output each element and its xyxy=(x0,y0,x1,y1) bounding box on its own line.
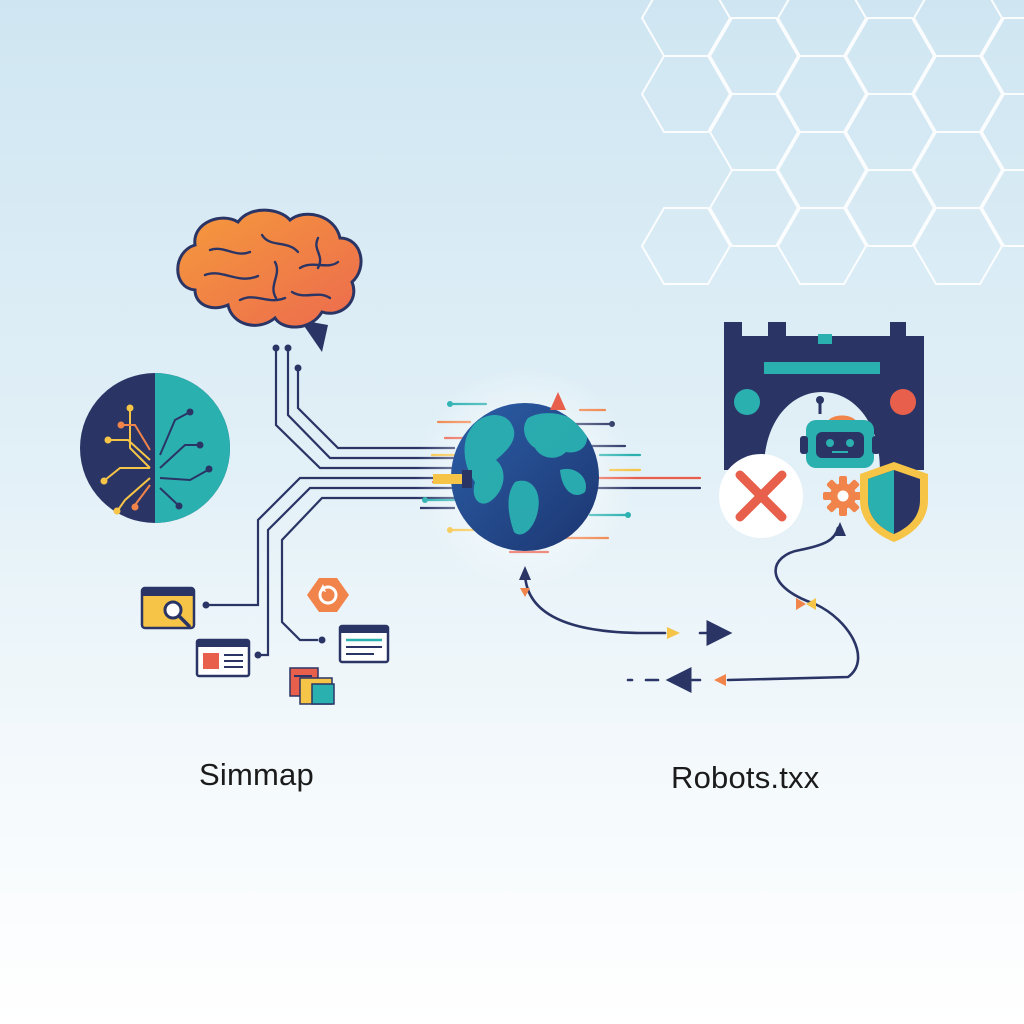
robot-icon xyxy=(800,396,880,468)
webpage-icon xyxy=(195,638,251,678)
gear-icon xyxy=(823,476,863,516)
sitemap-label: Simmap xyxy=(199,757,314,792)
circuit-head-icon xyxy=(80,373,230,523)
brain-icon xyxy=(176,208,363,352)
circuit-nodes xyxy=(202,344,326,659)
sync-icon xyxy=(307,578,349,612)
return-flow-path xyxy=(523,526,860,693)
stacked-pages-icon xyxy=(289,667,335,705)
blocked-x-icon xyxy=(719,454,803,538)
search-window-icon xyxy=(140,586,196,630)
hexagon-pattern xyxy=(640,0,1024,285)
flow-arrowheads xyxy=(519,522,846,686)
circuit-connections xyxy=(208,350,455,657)
globe-icon xyxy=(433,392,599,551)
shield-icon xyxy=(860,462,928,542)
robots-label: Robots.txx xyxy=(671,760,820,795)
document-window-icon xyxy=(338,624,390,664)
